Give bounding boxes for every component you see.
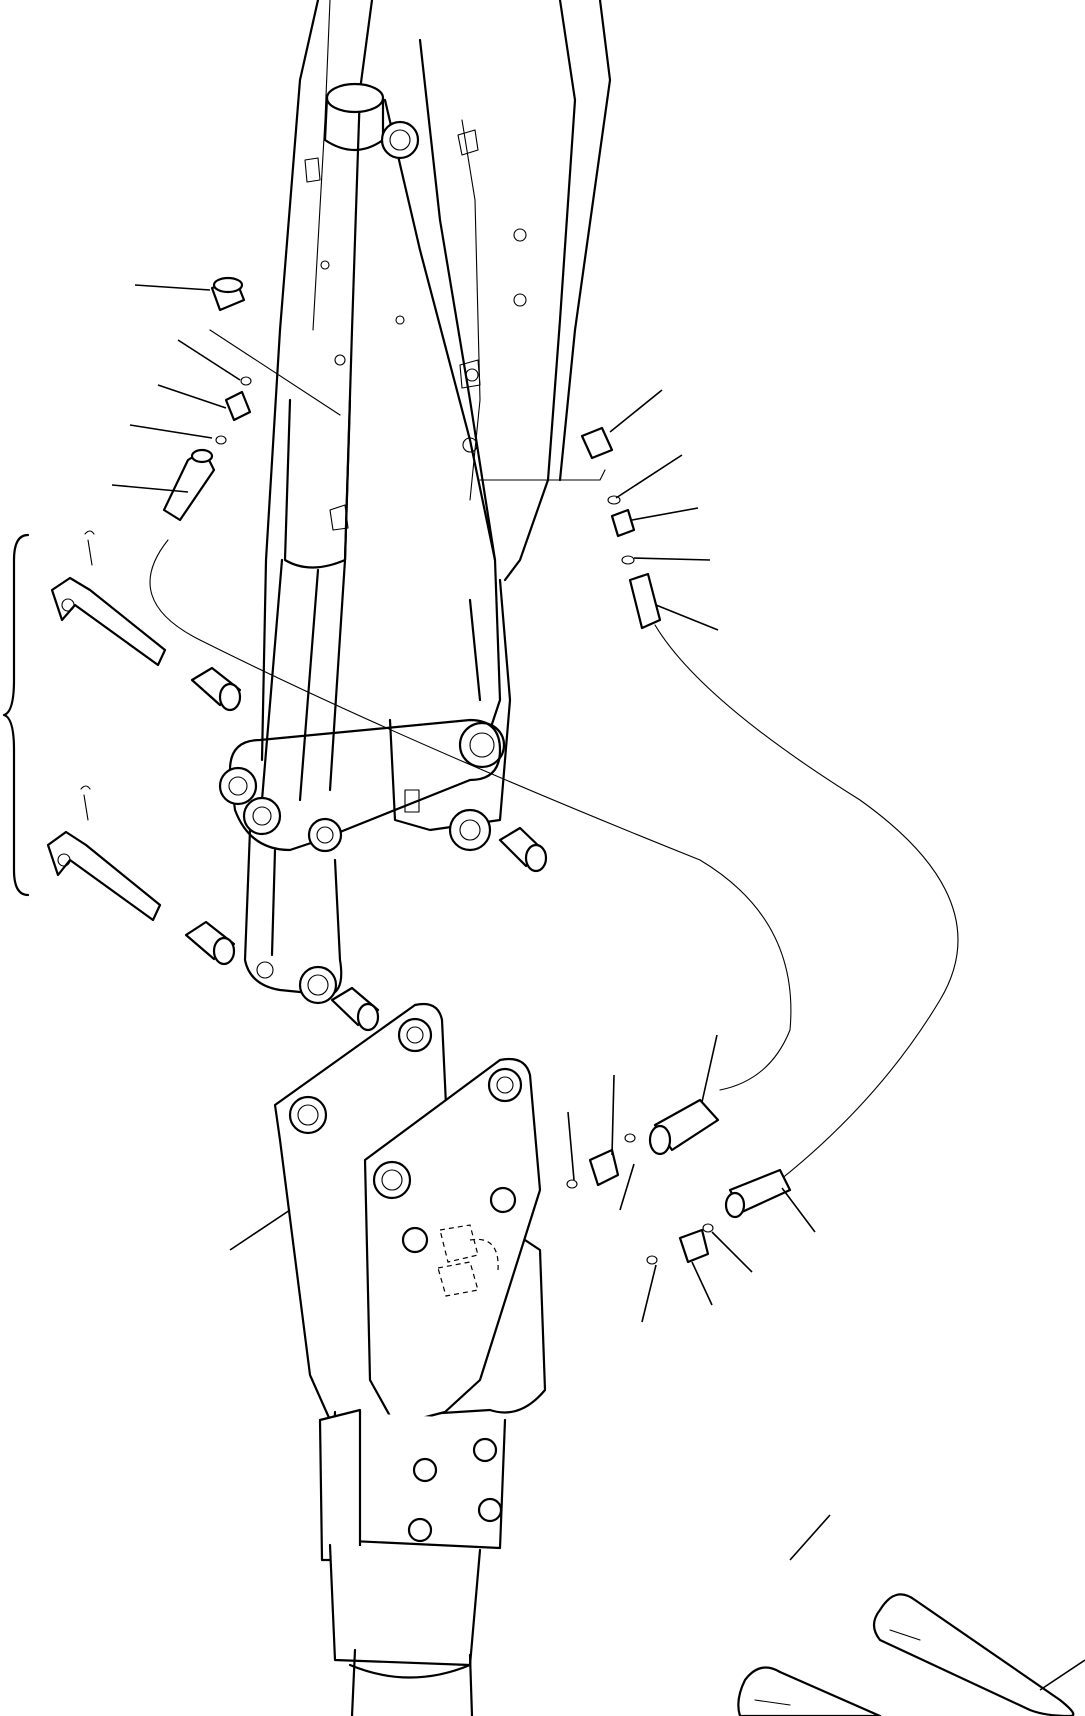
chisel-tool-pointed [872,1593,1075,1716]
linkage-plate [218,718,502,1005]
pin-upper [50,530,167,667]
bushing-upper [190,666,242,712]
pin-lower [46,785,162,922]
hose-fittings-left [162,276,252,522]
hose-fittings-right [580,426,662,630]
hose-right [654,624,959,1181]
chisel-tool-flat [737,1666,882,1716]
callout-leaders [111,284,1085,1691]
pin-group-brace [2,533,30,897]
bushing-lower [184,920,236,966]
bushing-middle [498,826,548,873]
hose-connector-line [479,469,606,481]
bushing-bottom [330,986,380,1032]
breaker-fittings [566,1098,792,1265]
hydraulic-breaker [273,1002,547,1716]
hose-left [149,539,792,1091]
